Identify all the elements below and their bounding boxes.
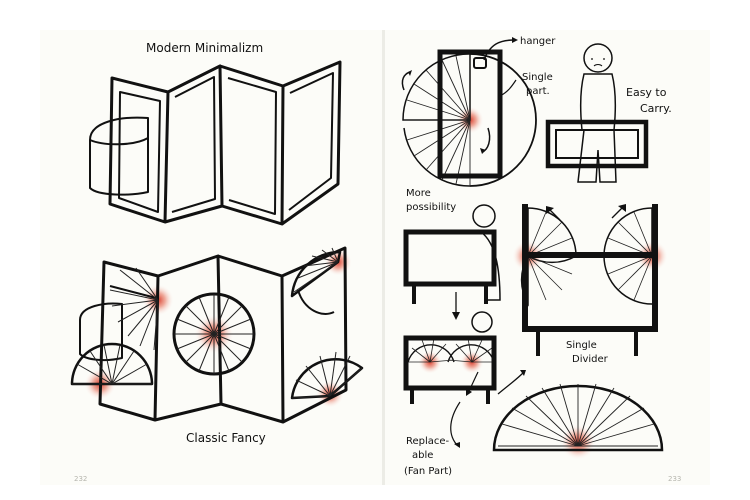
label-single-divider-1: Single (566, 340, 597, 351)
label-part: part. (526, 86, 550, 97)
title-modern-minimalizm: Modern Minimalizm (146, 41, 263, 55)
easy-carry-sketch: Easy to Carry. (545, 43, 672, 183)
gutter (382, 30, 385, 485)
label-easy-to: Easy to (626, 86, 667, 99)
label-hanger: hanger (520, 36, 556, 47)
fan-part-sketch (492, 383, 664, 460)
right-page: hanger Single part. Easy to Carry. More … (401, 36, 681, 483)
label-more: More (406, 188, 431, 199)
fancy-screen-sketch (70, 246, 364, 424)
label-possibility: possibility (406, 202, 456, 213)
label-fan-part: (Fan Part) (404, 466, 452, 477)
title-classic-fancy: Classic Fancy (186, 431, 266, 445)
single-part-sketch: hanger Single part. (401, 36, 556, 187)
label-carry: Carry. (640, 102, 672, 115)
left-page: Modern Minimalizm (70, 41, 364, 483)
label-replace: Replace- (406, 436, 450, 447)
single-divider-sketch: Single Divider (512, 204, 668, 365)
right-page-number: 233 (668, 475, 681, 483)
label-single-divider-2: Divider (572, 354, 609, 365)
minimal-screen-sketch (89, 60, 342, 226)
label-able: able (412, 450, 433, 461)
replaceable-screen-sketch: Replace- able (Fan Part) (403, 311, 526, 477)
label-single: Single (522, 72, 553, 83)
left-page-number: 232 (74, 475, 87, 483)
more-possibility-sketch: More possibility (403, 188, 501, 320)
